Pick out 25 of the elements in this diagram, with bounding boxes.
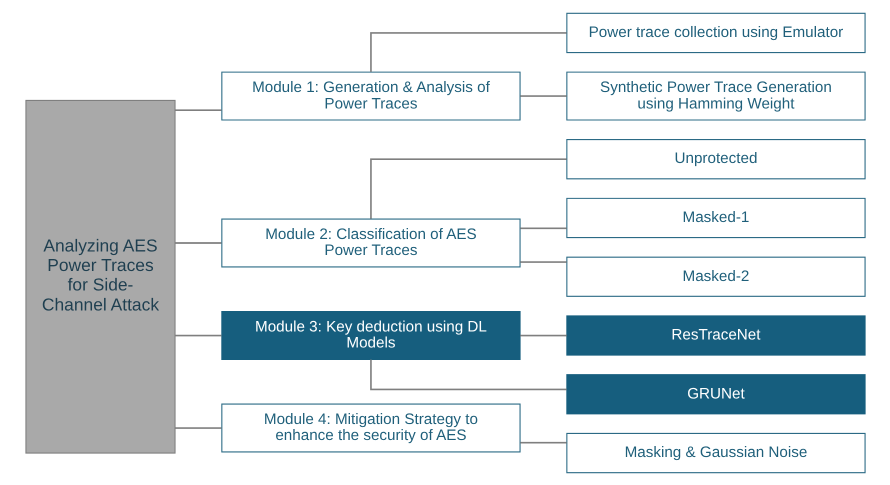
connector	[520, 94, 566, 96]
node-box: Masked-1	[566, 197, 866, 238]
node-box: Module 3: Key deduction using DL Models	[220, 310, 520, 360]
node-box: Masked-2	[566, 256, 866, 296]
connector	[520, 260, 566, 262]
node-box: Unprotected	[566, 138, 866, 179]
connector	[174, 108, 221, 111]
node-box: Power trace collection using Emulator	[566, 12, 866, 53]
connector	[174, 426, 221, 428]
connector	[174, 334, 221, 336]
node-box: Masking & Gaussian Noise	[566, 432, 866, 473]
node-box: Analyzing AES Power Traces for Side-Channel Attack	[24, 99, 176, 454]
connector	[520, 226, 566, 229]
connector	[370, 359, 566, 390]
node-box: Module 4: Mitigation Strategy to enhance the security of AES	[220, 403, 520, 452]
node-box: Module 1: Generation & Analysis of Power Traces	[220, 71, 520, 120]
connector	[520, 334, 566, 336]
connector	[370, 158, 566, 218]
node-box: Synthetic Power Trace Generation using Hamming Weight	[566, 71, 866, 120]
connector	[174, 242, 221, 244]
connector	[520, 441, 566, 444]
node-box: ResTraceNet	[566, 314, 866, 356]
node-box: Module 2: Classification of AES Power Traces	[220, 218, 520, 267]
node-box: GRUNet	[566, 374, 866, 414]
connector	[370, 32, 566, 72]
